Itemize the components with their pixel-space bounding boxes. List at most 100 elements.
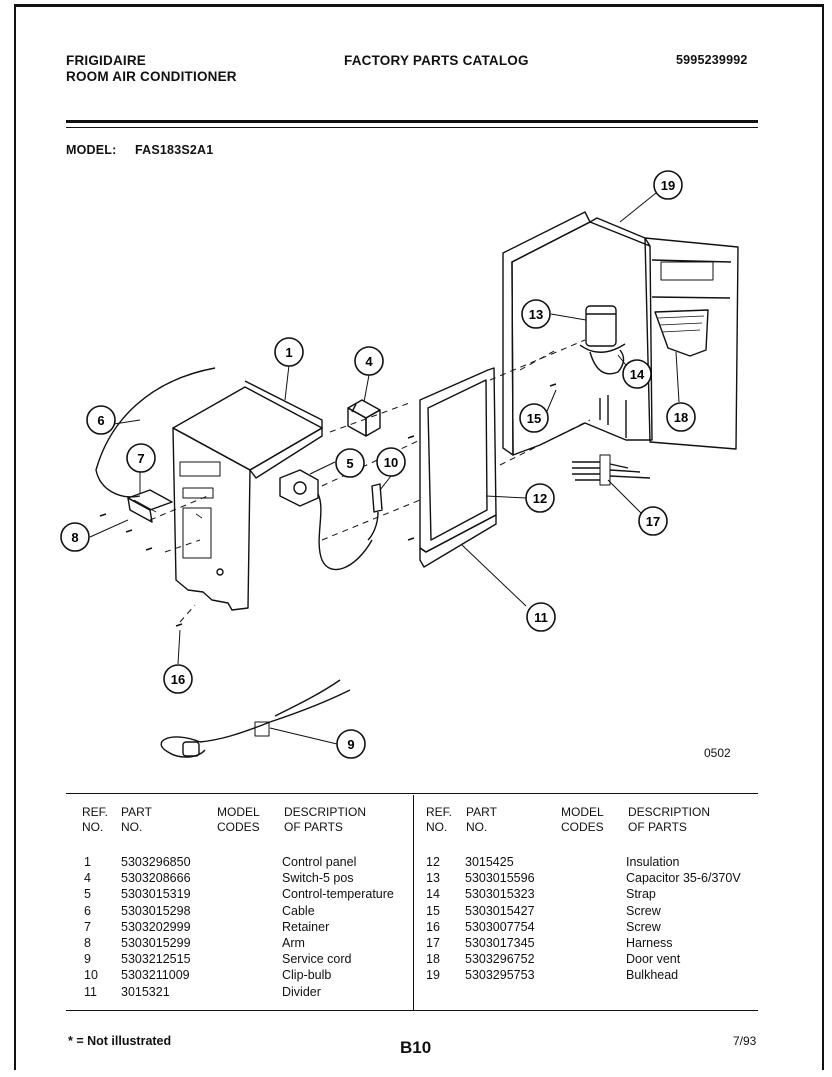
callout-15: 15: [519, 403, 549, 433]
left-row-desc: Divider: [282, 984, 321, 999]
left-row-ref: 10: [84, 968, 98, 983]
left-row-ref: 8: [84, 936, 91, 950]
left-row-desc: Control-temperature: [282, 887, 394, 902]
table-bottom-rule: [66, 1010, 758, 1011]
catalog-title: FACTORY PARTS CATALOG: [344, 53, 529, 68]
right-row-ref: 18: [426, 952, 440, 967]
drawing-code: 0502: [704, 746, 731, 760]
product-name: ROOM AIR CONDITIONER: [66, 69, 237, 84]
left-row-part: 5303015299: [121, 936, 191, 950]
table-top-rule: [66, 793, 758, 794]
left-row-part: 5303212515: [121, 952, 191, 967]
right-row-desc: Insulation: [626, 855, 680, 869]
header-rule-thick: [66, 120, 758, 123]
right-row-part: 5303017345: [465, 936, 535, 950]
retainer-arm-part: [127, 489, 173, 523]
control-panel-part: [172, 380, 323, 611]
header-ref-right: REF.NO.: [426, 805, 453, 834]
callout-8: 8: [60, 522, 90, 552]
service-cord-part: [160, 679, 351, 758]
right-row-part: 5303295753: [465, 968, 535, 983]
svg-text:17: 17: [646, 514, 660, 529]
right-row-ref: 13: [426, 871, 440, 886]
table-divider: [413, 795, 414, 1010]
left-row-part: 3015321: [121, 984, 170, 999]
right-row-desc: Strap: [626, 887, 656, 902]
left-row-desc: Cable: [282, 903, 315, 918]
left-row-desc: Control panel: [282, 855, 357, 869]
right-row-desc: Screw: [626, 903, 661, 918]
right-row-desc: Harness: [626, 936, 673, 950]
callout-10: 10: [376, 447, 406, 477]
clip-bulb-part: [367, 483, 383, 541]
header-ref-left: REF.NO.: [82, 805, 109, 834]
svg-text:6: 6: [97, 413, 104, 428]
right-row-ref: 19: [426, 968, 440, 983]
right-row-ref: 12: [426, 855, 440, 869]
control-temperature-part: [279, 469, 373, 571]
callout-12: 12: [525, 483, 555, 513]
page-border: [14, 4, 824, 1070]
capacitor-part: [579, 305, 626, 375]
right-row-part: 5303007754: [465, 919, 535, 934]
svg-text:16: 16: [171, 672, 185, 687]
svg-text:12: 12: [533, 491, 547, 506]
footer-date: 7/93: [733, 1034, 757, 1048]
callout-13: 13: [521, 299, 551, 329]
svg-text:11: 11: [534, 610, 548, 625]
left-row-part: 5303015319: [121, 887, 191, 902]
left-row-part: 5303296850: [121, 855, 191, 869]
catalog-number: 5995239992: [676, 53, 748, 67]
svg-text:4: 4: [365, 354, 373, 369]
callout-17: 17: [638, 506, 668, 536]
right-row-part: 3015425: [465, 855, 514, 869]
left-row-desc: Arm: [282, 936, 305, 950]
right-row-desc: Door vent: [626, 952, 681, 967]
left-row-part: 5303015298: [121, 903, 191, 918]
svg-text:13: 13: [529, 307, 543, 322]
svg-text:18: 18: [674, 410, 688, 425]
left-row-part: 5303211009: [121, 968, 190, 983]
callout-4: 4: [354, 346, 384, 376]
right-row-part: 5303296752: [465, 952, 535, 967]
left-row-ref: 6: [84, 903, 91, 918]
svg-text:7: 7: [137, 451, 144, 466]
right-row-part: 5303015596: [465, 871, 535, 886]
callout-5: 5: [335, 448, 365, 478]
callout-14: 14: [622, 359, 652, 389]
left-row-ref: 9: [84, 952, 91, 967]
right-row-ref: 17: [426, 936, 440, 950]
svg-text:1: 1: [285, 345, 292, 360]
callout-16: 16: [163, 664, 193, 694]
right-row-desc: Screw: [626, 919, 661, 934]
page-code: B10: [400, 1038, 432, 1057]
svg-text:19: 19: [661, 178, 675, 193]
model-label: MODEL:: [66, 143, 117, 157]
divider-part: [419, 367, 497, 568]
callout-7: 7: [126, 443, 156, 473]
svg-text:14: 14: [630, 367, 645, 382]
svg-text:10: 10: [384, 455, 398, 470]
svg-text:15: 15: [527, 411, 541, 426]
left-row-ref: 4: [84, 871, 91, 886]
svg-text:8: 8: [71, 530, 78, 545]
right-row-ref: 14: [426, 887, 440, 902]
footnote: * = Not illustrated: [68, 1034, 172, 1048]
left-row-desc: Retainer: [282, 919, 330, 934]
left-row-ref: 7: [84, 919, 91, 934]
callout-18: 18: [666, 402, 696, 432]
insulation-part: [427, 379, 488, 541]
right-row-ref: 15: [426, 903, 440, 918]
right-row-part: 5303015427: [465, 903, 535, 918]
callout-19: 19: [653, 170, 683, 200]
svg-text:5: 5: [346, 456, 353, 471]
callout-9: 9: [336, 729, 366, 759]
harness-part: [572, 454, 651, 486]
left-row-part: 5303202999: [121, 919, 191, 934]
